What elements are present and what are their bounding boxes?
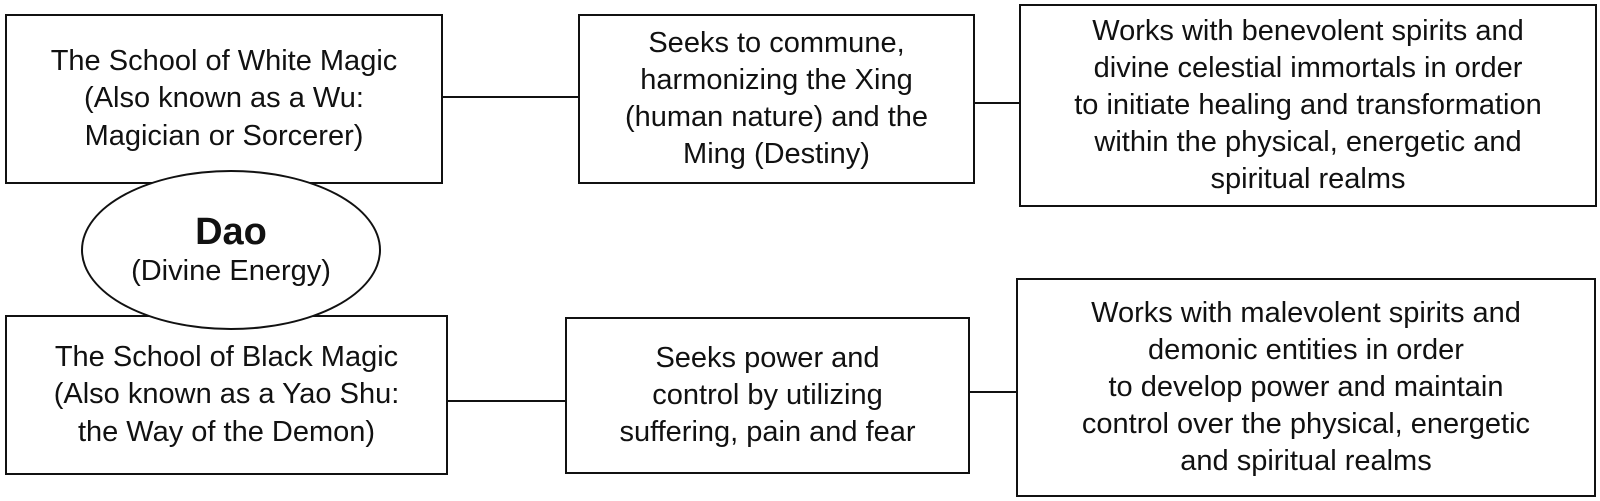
box-line: Works with benevolent spirits and xyxy=(1092,14,1524,47)
box-line: control by utilizing xyxy=(652,378,883,411)
box-line: suffering, pain and fear xyxy=(619,416,916,449)
white-magic-school-box: The School of White Magic (Also known as… xyxy=(5,14,443,184)
box-line: Works with malevolent spirits and xyxy=(1091,296,1521,329)
box-line: Seeks power and xyxy=(655,341,880,374)
white-magic-seeks-box: Seeks to commune, harmonizing the Xing (… xyxy=(578,14,975,184)
box-line: and spiritual realms xyxy=(1180,445,1432,478)
box-line: Magician or Sorcerer) xyxy=(84,119,364,152)
black-magic-school-box: The School of Black Magic (Also known as… xyxy=(5,315,448,475)
box-line: to develop power and maintain xyxy=(1108,370,1504,403)
connector-white-seeks-to-works xyxy=(975,102,1019,104)
box-line: (human nature) and the xyxy=(624,101,929,133)
box-line: the Way of the Demon) xyxy=(77,415,376,448)
black-magic-seeks-box: Seeks power and control by utilizing suf… xyxy=(565,317,970,474)
white-magic-works-box: Works with benevolent spirits and divine… xyxy=(1019,4,1597,207)
box-line: The School of Black Magic xyxy=(54,341,399,374)
box-line: within the physical, energetic and xyxy=(1094,126,1522,159)
box-line: harmonizing the Xing xyxy=(640,63,913,96)
box-line: The School of White Magic xyxy=(50,45,398,78)
dao-oval: Dao (Divine Energy) xyxy=(81,170,381,330)
box-line: Seeks to commune, xyxy=(648,26,905,59)
connector-black-seeks-to-works xyxy=(970,391,1016,393)
dao-subtitle: (Divine Energy) xyxy=(131,254,331,287)
connector-black-school-to-seeks xyxy=(448,400,565,402)
box-line: divine celestial immortals in order xyxy=(1093,51,1523,84)
connector-white-school-to-seeks xyxy=(443,96,578,98)
box-line: (Also known as a Yao Shu: xyxy=(53,378,400,411)
box-line: control over the physical, energetic xyxy=(1081,408,1531,441)
box-line: (Also known as a Wu: xyxy=(84,82,364,115)
box-line: demonic entities in order xyxy=(1148,333,1464,366)
box-line: Ming (Destiny) xyxy=(683,138,870,171)
box-line: spiritual realms xyxy=(1210,163,1406,196)
box-line: to initiate healing and transformation xyxy=(1074,88,1542,121)
black-magic-works-box: Works with malevolent spirits and demoni… xyxy=(1016,278,1596,497)
dao-title: Dao xyxy=(195,210,267,253)
